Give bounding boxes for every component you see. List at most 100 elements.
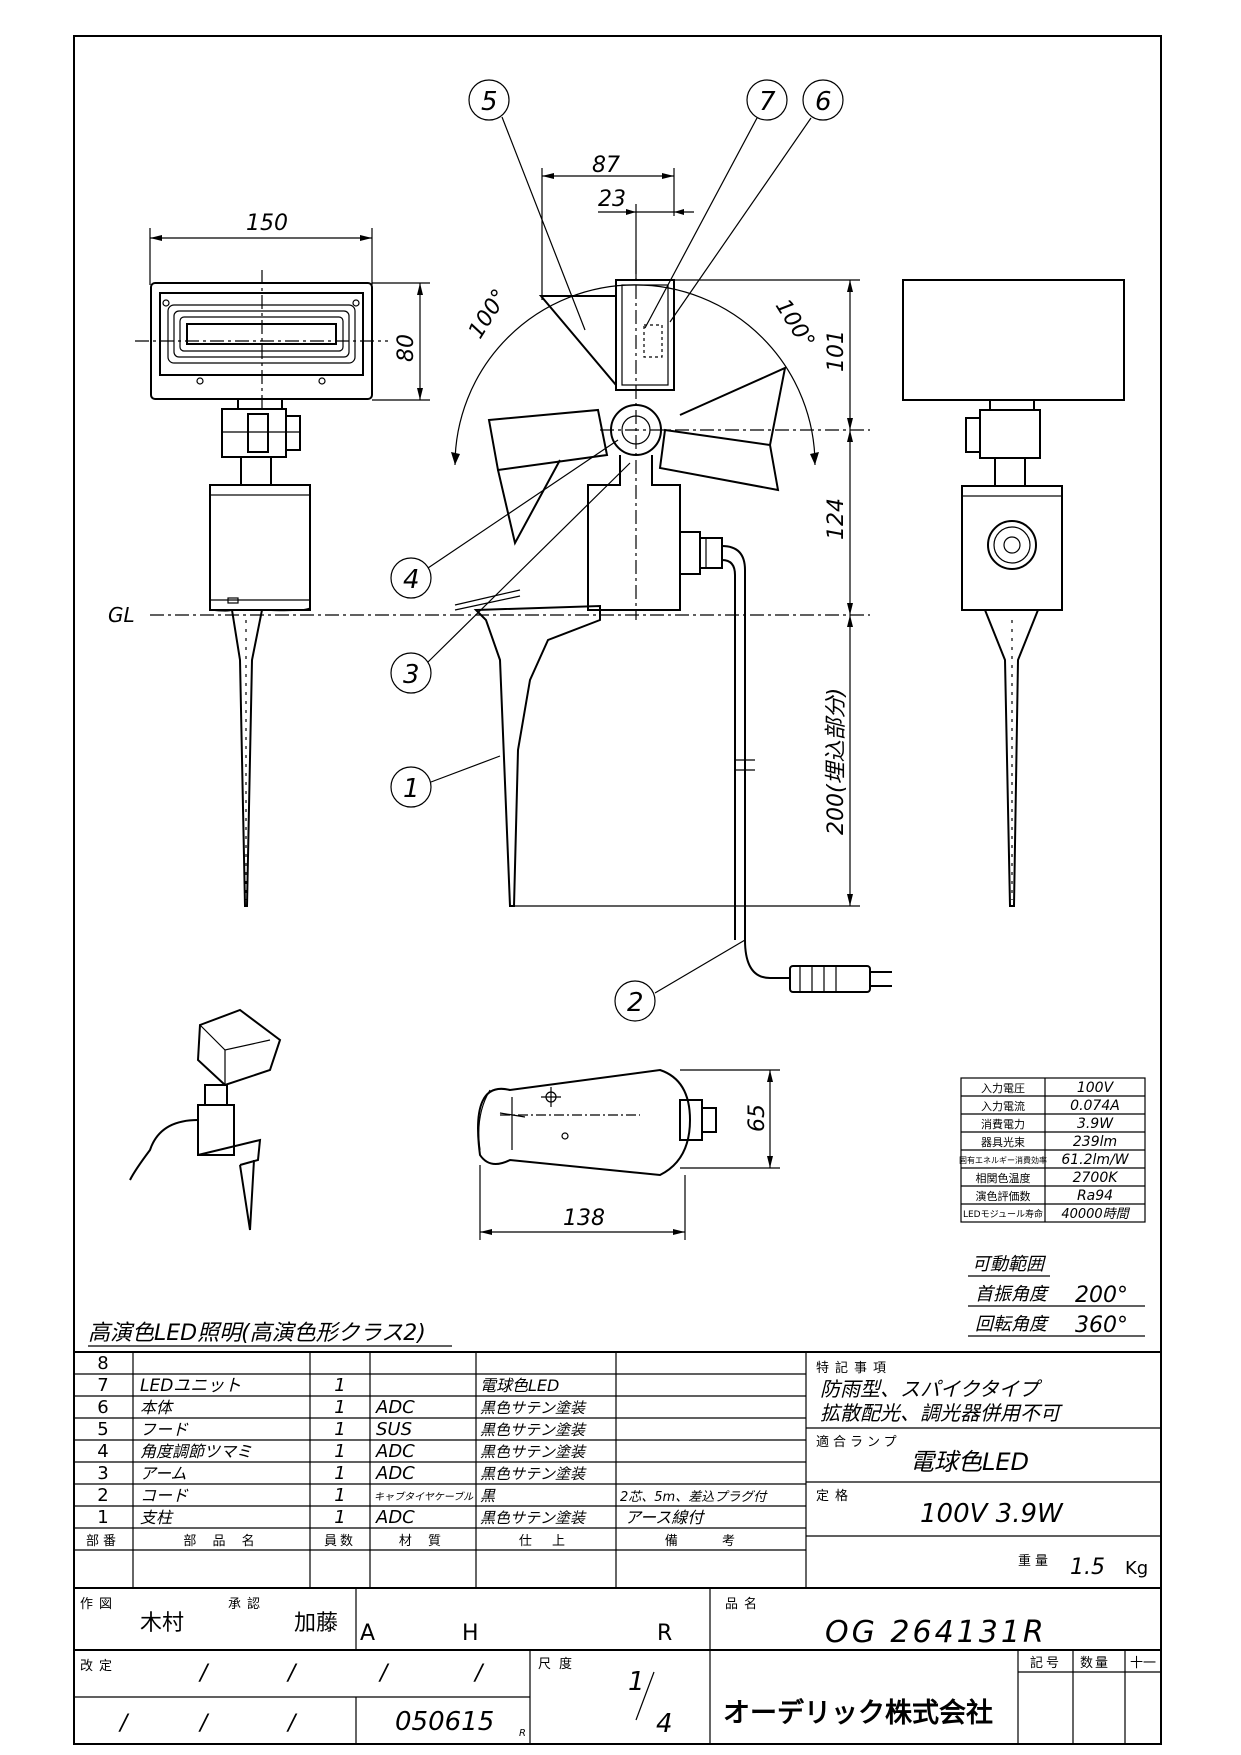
part-no-8: 8 — [97, 1353, 108, 1374]
rev-slash-2: / — [286, 1661, 298, 1686]
spec-label-6: 演色評価数 — [976, 1189, 1031, 1203]
parts-header-no: 部番 — [86, 1534, 120, 1549]
part-finish-3: 黒色サテン塗装 — [480, 1465, 587, 1483]
col-r: R — [657, 1621, 672, 1646]
callout-6: 6 — [815, 87, 832, 117]
parts-list: 8 7 LEDユニット 1 電球色LED 6 本体 1 ADC 黒色サテン塗装 … — [73, 1351, 1162, 1589]
part-qty-3: 1 — [334, 1463, 345, 1484]
dim-80: 80 — [394, 334, 419, 362]
part-no-2: 2 — [97, 1485, 108, 1506]
rating-value: 100V 3.9W — [920, 1499, 1064, 1529]
special-notes: 特記事項 防雨型、スパイクタイプ 拡散配光、調光器併用不可 適合ランプ 電球色L… — [806, 1360, 1162, 1580]
part-material-1: ADC — [375, 1507, 415, 1528]
part-qty-6: 1 — [334, 1397, 345, 1418]
scale-num: 1 — [628, 1667, 645, 1697]
rev-slash-5: / — [118, 1711, 130, 1736]
notes-line2: 拡散配光、調光器併用不可 — [820, 1401, 1063, 1425]
dim-23: 23 — [598, 187, 626, 212]
spec-label-5: 相関色温度 — [976, 1171, 1031, 1185]
rot-label: 回転角度 — [975, 1314, 1050, 1335]
approved-label: 承認 — [228, 1596, 266, 1612]
part-material-3: ADC — [375, 1463, 415, 1484]
pan-value: 200° — [1075, 1283, 1128, 1308]
part-qty-5: 1 — [334, 1419, 345, 1440]
parts-header-material: 材 質 — [399, 1534, 447, 1549]
part-finish-4: 黒色サテン塗装 — [480, 1443, 587, 1461]
lamp-label: 適合ランプ — [816, 1434, 901, 1450]
callout-5: 5 — [481, 87, 498, 117]
callout-1: 1 — [403, 774, 420, 804]
spec-value-4: 61.2lm/W — [1061, 1152, 1129, 1168]
part-finish-7: 電球色LED — [480, 1376, 559, 1395]
part-finish-1: 黒色サテン塗装 — [480, 1509, 587, 1527]
dim-65: 65 — [745, 1104, 770, 1132]
spec-value-0: 100V — [1077, 1080, 1115, 1096]
dim-138: 138 — [563, 1206, 605, 1231]
spec-value-2: 3.9W — [1077, 1116, 1114, 1132]
spec-label-0: 入力電圧 — [981, 1082, 1025, 1095]
dim-150: 150 — [246, 211, 288, 236]
product-no: OG 264131R — [825, 1615, 1047, 1650]
part-name-3: アーム — [140, 1464, 187, 1483]
dim-200: 200(埋込部分) — [824, 688, 849, 835]
part-name-7: LEDユニット — [140, 1376, 241, 1396]
part-material-2: キャブタイヤケーブル — [374, 1491, 474, 1503]
rev-slash-1: / — [198, 1661, 210, 1686]
gl-label: GL — [108, 603, 135, 627]
weight-unit: Kg — [1125, 1558, 1148, 1579]
col-a: A — [360, 1621, 375, 1646]
part-note-2: 2芯、5m、差込プラグ付 — [620, 1490, 768, 1505]
rev-slash-6: / — [198, 1711, 210, 1736]
drawing-title: 高演色LED照明(高演色形クラス2) — [88, 1321, 426, 1346]
parts-header-finish: 仕 上 — [519, 1534, 573, 1549]
part-name-1: 支柱 — [140, 1508, 174, 1527]
spec-label-2: 消費電力 — [981, 1117, 1025, 1131]
callout-3: 3 — [403, 660, 420, 690]
part-no-5: 5 — [97, 1419, 108, 1440]
part-name-5: フード — [140, 1420, 189, 1439]
callout-4: 4 — [403, 565, 420, 595]
part-no-1: 1 — [97, 1507, 108, 1528]
range-title: 可動範囲 — [972, 1254, 1047, 1275]
movable-range: 可動範囲 首振角度 200° 回転角度 360° — [968, 1254, 1145, 1338]
spec-table: 入力電圧 100V 入力電流 0.074A 消費電力 3.9W 器具光束 239… — [959, 1077, 1146, 1223]
pan-label: 首振角度 — [975, 1284, 1050, 1305]
part-material-6: ADC — [375, 1397, 415, 1418]
angle-right: 100° — [770, 295, 819, 353]
dim-87: 87 — [592, 153, 620, 178]
spec-value-6: Ra94 — [1077, 1188, 1113, 1204]
dim-124: 124 — [824, 498, 849, 540]
col-h: H — [462, 1621, 479, 1646]
approved-by: 加藤 — [294, 1611, 338, 1636]
product-label: 品名 — [725, 1596, 763, 1612]
spec-value-7: 40000時間 — [1061, 1207, 1130, 1222]
part-material-5: SUS — [376, 1419, 412, 1440]
isometric-view — [129, 1008, 282, 1231]
parts-header-name: 部 品 名 — [183, 1533, 260, 1549]
spec-label-3: 器具光束 — [981, 1135, 1025, 1149]
part-no-7: 7 — [97, 1375, 108, 1396]
part-note-1: アース線付 — [625, 1508, 705, 1527]
rev-slash-3: / — [378, 1661, 390, 1686]
top-view: 65 138 — [477, 1068, 780, 1240]
spec-value-5: 2700K — [1073, 1170, 1120, 1186]
part-material-4: ADC — [375, 1441, 415, 1462]
symbol-label: 記号 — [1030, 1655, 1062, 1671]
title-block: 作図 木村 承認 加藤 A H R 品名 OG 264131R 改定 / / /… — [73, 1588, 1162, 1745]
dim-101: 101 — [824, 330, 849, 372]
part-finish-5: 黒色サテン塗装 — [480, 1421, 587, 1439]
spec-label-1: 入力電流 — [981, 1099, 1025, 1113]
part-qty-2: 1 — [334, 1485, 345, 1506]
back-view — [902, 279, 1125, 907]
weight-label: 重量 — [1018, 1553, 1052, 1569]
quantity-label: 数量 — [1080, 1656, 1110, 1671]
part-name-4: 角度調節ツマミ — [140, 1442, 252, 1461]
part-qty-7: 1 — [334, 1375, 345, 1396]
part-no-4: 4 — [97, 1441, 108, 1462]
scale-den: 4 — [656, 1709, 673, 1739]
notes-label: 特記事項 — [816, 1360, 892, 1376]
side-view: 5 7 6 4 3 1 2 87 23 100° — [390, 79, 892, 1022]
rot-value: 360° — [1075, 1313, 1128, 1338]
date-suffix: R — [519, 1728, 526, 1739]
